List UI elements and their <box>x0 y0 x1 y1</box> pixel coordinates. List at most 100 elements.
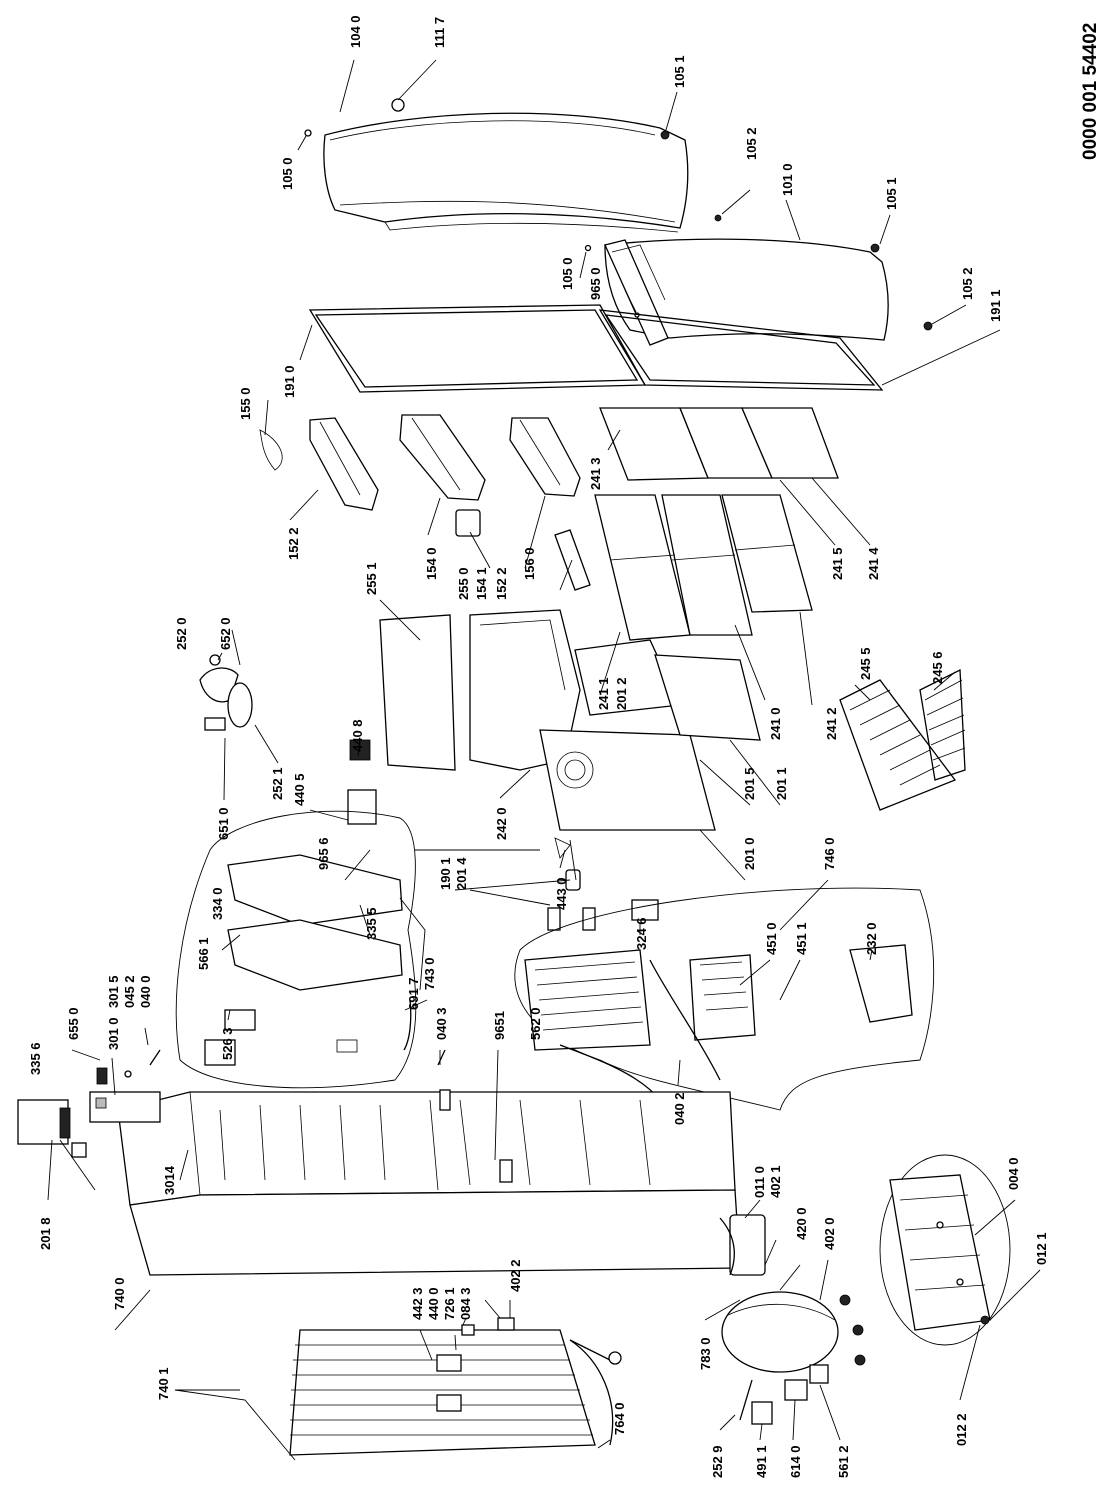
label-241-0: 241 0 <box>768 707 783 740</box>
label-440-5: 440 5 <box>292 773 307 806</box>
label-152-2-a: 152 2 <box>286 527 301 560</box>
label-154-0: 154 0 <box>424 547 439 580</box>
label-252-1: 252 1 <box>270 767 285 800</box>
label-334-0: 334 0 <box>210 887 225 920</box>
base-group-outline <box>879 1154 1011 1346</box>
label-105-2-b: 105 2 <box>960 267 975 300</box>
evaporator-covers <box>539 639 761 831</box>
label-420-0: 420 0 <box>794 1207 809 1240</box>
label-451-1: 451 1 <box>794 922 809 955</box>
label-242-0: 242 0 <box>494 807 509 840</box>
label-726-1: 726 1 <box>442 1287 457 1320</box>
label-111-7: 111 7 <box>432 17 447 48</box>
label-566-1: 566 1 <box>196 937 211 970</box>
label-105-1-b: 105 1 <box>884 177 899 210</box>
label-232-0: 232 0 <box>864 922 879 955</box>
compressor <box>721 1214 866 1425</box>
label-040-2: 040 2 <box>672 1092 687 1125</box>
label-190-1: 190 1 <box>438 857 453 890</box>
part-drawings <box>17 98 1011 1456</box>
part-labels: 0000 001 54402 111 7 104 0 105 1 105 0 1… <box>28 15 1100 1478</box>
label-740-0: 740 0 <box>112 1277 127 1310</box>
label-402-1: 402 1 <box>768 1165 783 1198</box>
cabinet <box>89 1091 741 1276</box>
label-255-0: 255 0 <box>456 567 471 600</box>
label-156-0: 156 0 <box>522 547 537 580</box>
label-105-0-a: 105 0 <box>280 157 295 190</box>
leader-lines <box>47 59 1041 1461</box>
label-451-0: 451 0 <box>764 922 779 955</box>
label-652-0: 652 0 <box>218 617 233 650</box>
label-965-6: 965 6 <box>316 837 331 870</box>
label-201-0: 201 0 <box>742 837 757 870</box>
label-335-6: 335 6 <box>28 1042 43 1075</box>
back-condenser <box>289 1329 614 1456</box>
label-965-0: 965 0 <box>588 267 603 300</box>
label-105-2-a: 105 2 <box>744 127 759 160</box>
label-562-0: 562 0 <box>528 1007 543 1040</box>
label-740-1: 740 1 <box>156 1367 171 1400</box>
label-012-1: 012 1 <box>1034 1232 1049 1265</box>
label-440-0: 440 0 <box>426 1287 441 1320</box>
label-191-1: 191 1 <box>988 289 1003 322</box>
label-201-5: 201 5 <box>742 767 757 800</box>
lower-door <box>584 214 933 346</box>
drawers <box>594 407 839 641</box>
label-201-2: 201 2 <box>614 677 629 710</box>
label-252-9: 252 9 <box>710 1445 725 1478</box>
label-335-5: 335 5 <box>364 907 379 940</box>
label-743-0: 743 0 <box>422 957 437 990</box>
label-783-0: 783 0 <box>698 1337 713 1370</box>
label-440-8: 440 8 <box>350 719 365 752</box>
label-201-1: 201 1 <box>774 767 789 800</box>
fan-assembly-parts <box>204 854 403 1066</box>
label-004-0: 004 0 <box>1006 1157 1021 1190</box>
label-155-0: 155 0 <box>238 387 253 420</box>
document-number: 0000 001 54402 <box>1080 23 1100 160</box>
label-241-4: 241 4 <box>866 547 881 580</box>
label-201-8: 201 8 <box>38 1217 53 1250</box>
label-105-0-b: 105 0 <box>560 257 575 290</box>
misc-small-parts <box>17 654 735 1365</box>
label-402-2: 402 2 <box>508 1259 523 1292</box>
label-491-1: 491 1 <box>754 1445 769 1478</box>
label-526-3: 526 3 <box>220 1027 235 1060</box>
label-443-0: 443 0 <box>554 877 569 910</box>
label-104-0: 104 0 <box>348 15 363 48</box>
label-255-1: 255 1 <box>364 562 379 595</box>
label-040-3: 040 3 <box>434 1007 449 1040</box>
label-045-2: 045 2 <box>122 975 137 1008</box>
label-154-1: 154 1 <box>474 567 489 600</box>
door-bins <box>259 414 591 591</box>
label-764-0: 764 0 <box>612 1402 627 1435</box>
label-084-3: 084 3 <box>458 1287 473 1320</box>
label-614-0: 614 0 <box>788 1445 803 1478</box>
label-561-2: 561 2 <box>836 1445 851 1478</box>
label-241-5: 241 5 <box>830 547 845 580</box>
label-011-0: 011 0 <box>752 1166 767 1198</box>
label-105-1-a: 105 1 <box>672 55 687 88</box>
label-301-5: 301 5 <box>106 975 121 1008</box>
label-252-0: 252 0 <box>174 617 189 650</box>
condenser-parts <box>524 944 913 1101</box>
label-301-0: 301 0 <box>106 1017 121 1050</box>
label-241-3: 241 3 <box>588 457 603 490</box>
label-651-0: 651 0 <box>216 807 231 840</box>
label-245-6: 245 6 <box>930 651 945 684</box>
label-245-5: 245 5 <box>858 647 873 680</box>
label-442-3: 442 3 <box>410 1287 425 1320</box>
label-012-2: 012 2 <box>954 1413 969 1446</box>
label-191-0: 191 0 <box>282 365 297 398</box>
label-241-1: 241 1 <box>596 677 611 710</box>
label-402-0: 402 0 <box>822 1217 837 1250</box>
label-324-6: 324 6 <box>634 917 649 950</box>
label-040-0: 040 0 <box>138 975 153 1008</box>
label-3014: 3014 <box>162 1165 177 1195</box>
fan-assembly-outline <box>175 810 417 1089</box>
label-101-0: 101 0 <box>780 163 795 196</box>
wire-shelves <box>839 668 966 811</box>
label-691-7: 691 7 <box>406 977 421 1010</box>
base-group-parts <box>889 1174 991 1331</box>
upper-door <box>304 98 689 233</box>
